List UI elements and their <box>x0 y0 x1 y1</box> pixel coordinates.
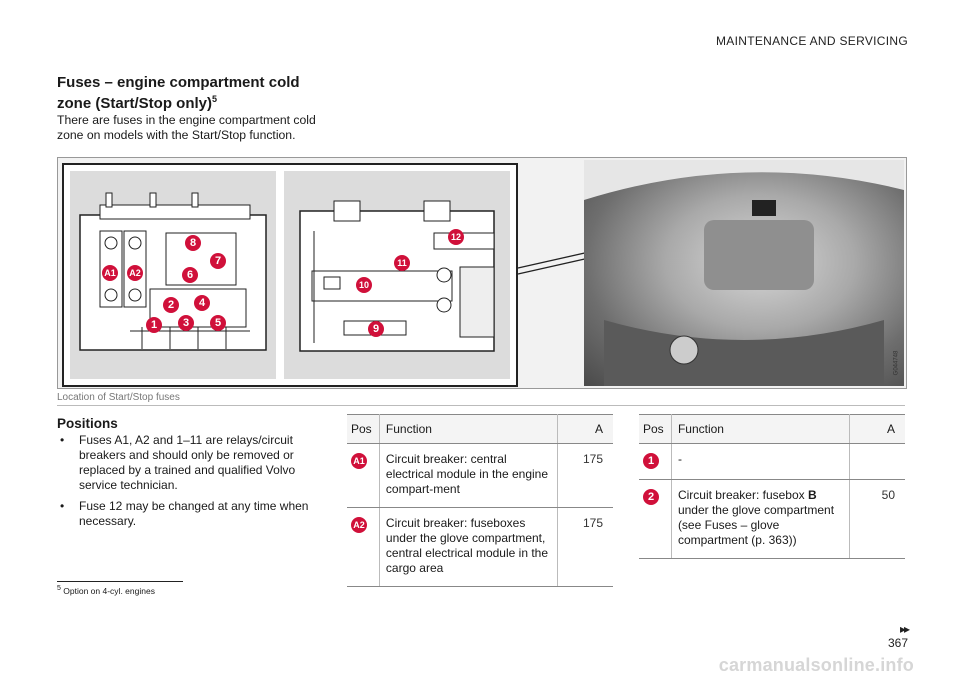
next-page-icon[interactable]: ▸▸ <box>899 622 910 636</box>
col-header-function: Function <box>671 414 851 444</box>
fuse-label-12: 12 <box>448 229 464 245</box>
table-header-row: Pos Function A <box>347 414 613 444</box>
pos-badge-a2: A2 <box>351 517 367 533</box>
function-cell: Circuit breaker: fuseboxes under the glo… <box>379 507 559 587</box>
fuse-location-figure: 8 7 A1 A2 6 2 4 1 3 5 <box>57 157 907 389</box>
footnote-text: Option on 4-cyl. engines <box>63 585 155 596</box>
fuse-label-3: 3 <box>178 315 194 331</box>
fuse-label-10: 10 <box>356 277 372 293</box>
function-text-after: under the glove compartment (see Fuses –… <box>677 503 835 547</box>
footnote-divider <box>57 581 183 582</box>
page-title: Fuses – engine compartment cold zone (St… <box>57 74 337 112</box>
positions-list: Fuses A1, A2 and 1–11 are relays/circuit… <box>57 433 327 535</box>
title-footnote-ref: 5 <box>212 94 218 104</box>
fuse-panel-left: 8 7 A1 A2 6 2 4 1 3 5 <box>70 171 276 379</box>
amp-cell: 50 <box>849 479 905 559</box>
pos-badge-2: 2 <box>643 489 659 505</box>
table-row: A1 Circuit breaker: central electrical m… <box>347 443 613 508</box>
page-number: 367 <box>887 636 908 650</box>
fuse-table-b: Pos Function A 1 - 2 Circuit breaker: fu… <box>639 414 905 559</box>
section-header: MAINTENANCE AND SERVICING <box>716 34 908 48</box>
function-cell: Circuit breaker: central electrical modu… <box>379 443 559 508</box>
fuse-label-a2: A2 <box>127 265 143 281</box>
fuse-label-9: 9 <box>368 321 384 337</box>
fuse-label-5: 5 <box>210 315 226 331</box>
pos-badge-1: 1 <box>643 453 659 469</box>
col-header-pos: Pos <box>639 414 672 444</box>
caption-divider <box>57 405 905 406</box>
fuse-panel-right: 12 11 10 9 <box>284 171 510 379</box>
engine-compartment-photo: G044748 <box>584 160 904 386</box>
function-text-before: Circuit breaker: fusebox <box>677 488 808 502</box>
fuse-diagram-inset: 8 7 A1 A2 6 2 4 1 3 5 <box>62 163 518 387</box>
footnote: 5 Option on 4-cyl. engines <box>57 585 155 596</box>
function-text-bold: B <box>808 488 817 502</box>
watermark: carmanualsonline.info <box>718 655 914 675</box>
col-header-a: A <box>557 414 613 444</box>
fuse-label-11: 11 <box>394 255 410 271</box>
fuse-label-1: 1 <box>146 317 162 333</box>
positions-bullet-1: Fuses A1, A2 and 1–11 are relays/circuit… <box>57 433 327 493</box>
fuse-label-8: 8 <box>185 235 201 251</box>
fuse-label-7: 7 <box>210 253 226 269</box>
engine-photo-drawing <box>584 160 904 386</box>
positions-bullet-2: Fuse 12 may be changed at any time when … <box>57 499 327 529</box>
fuse-label-2: 2 <box>163 297 179 313</box>
figure-code: G044748 <box>893 350 900 376</box>
fuse-label-6: 6 <box>182 267 198 283</box>
pos-badge-a1: A1 <box>351 453 367 469</box>
amp-cell <box>849 443 905 480</box>
figure-caption: Location of Start/Stop fuses <box>57 392 180 403</box>
fuse-label-a1: A1 <box>102 265 118 281</box>
col-header-function: Function <box>379 414 559 444</box>
table-row: A2 Circuit breaker: fuseboxes under the … <box>347 507 613 587</box>
table-row: 2 Circuit breaker: fusebox B under the g… <box>639 479 905 559</box>
intro-text: There are fuses in the engine compartmen… <box>57 113 316 142</box>
positions-heading: Positions <box>57 416 118 431</box>
amp-cell: 175 <box>557 507 613 587</box>
fuse-label-4: 4 <box>194 295 210 311</box>
table-header-row: Pos Function A <box>639 414 905 444</box>
fuse-table-a: Pos Function A A1 Circuit breaker: centr… <box>347 414 613 587</box>
col-header-a: A <box>849 414 905 444</box>
table-row: 1 - <box>639 443 905 480</box>
amp-cell: 175 <box>557 443 613 508</box>
footnote-ref: 5 <box>57 585 61 592</box>
function-cell: - <box>671 443 851 480</box>
page-title-text: Fuses – engine compartment cold zone (St… <box>57 74 300 112</box>
col-header-pos: Pos <box>347 414 380 444</box>
function-cell: Circuit breaker: fusebox B under the glo… <box>671 479 851 559</box>
